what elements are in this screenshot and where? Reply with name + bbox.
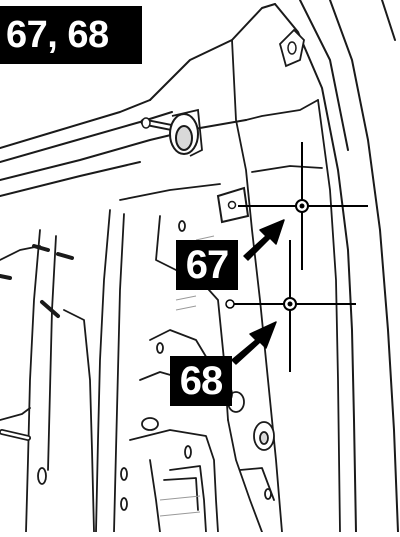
arrow-icon: [243, 219, 285, 261]
page-title: 67, 68: [0, 6, 142, 64]
bolt-icon: [295, 199, 309, 213]
panel-slots: [0, 244, 74, 318]
lower-stud: [0, 429, 31, 441]
callout-label-68: 68: [170, 356, 232, 406]
bolt-icon: [225, 297, 297, 311]
mount-bracket: [216, 186, 250, 224]
hinge-bolt: [140, 108, 203, 157]
arrow-icon: [231, 321, 277, 365]
callout-label-67: 67: [176, 240, 238, 290]
inner-panel-lines: [0, 39, 341, 533]
upper-hole: [278, 28, 305, 68]
lower-holes: [37, 220, 275, 511]
